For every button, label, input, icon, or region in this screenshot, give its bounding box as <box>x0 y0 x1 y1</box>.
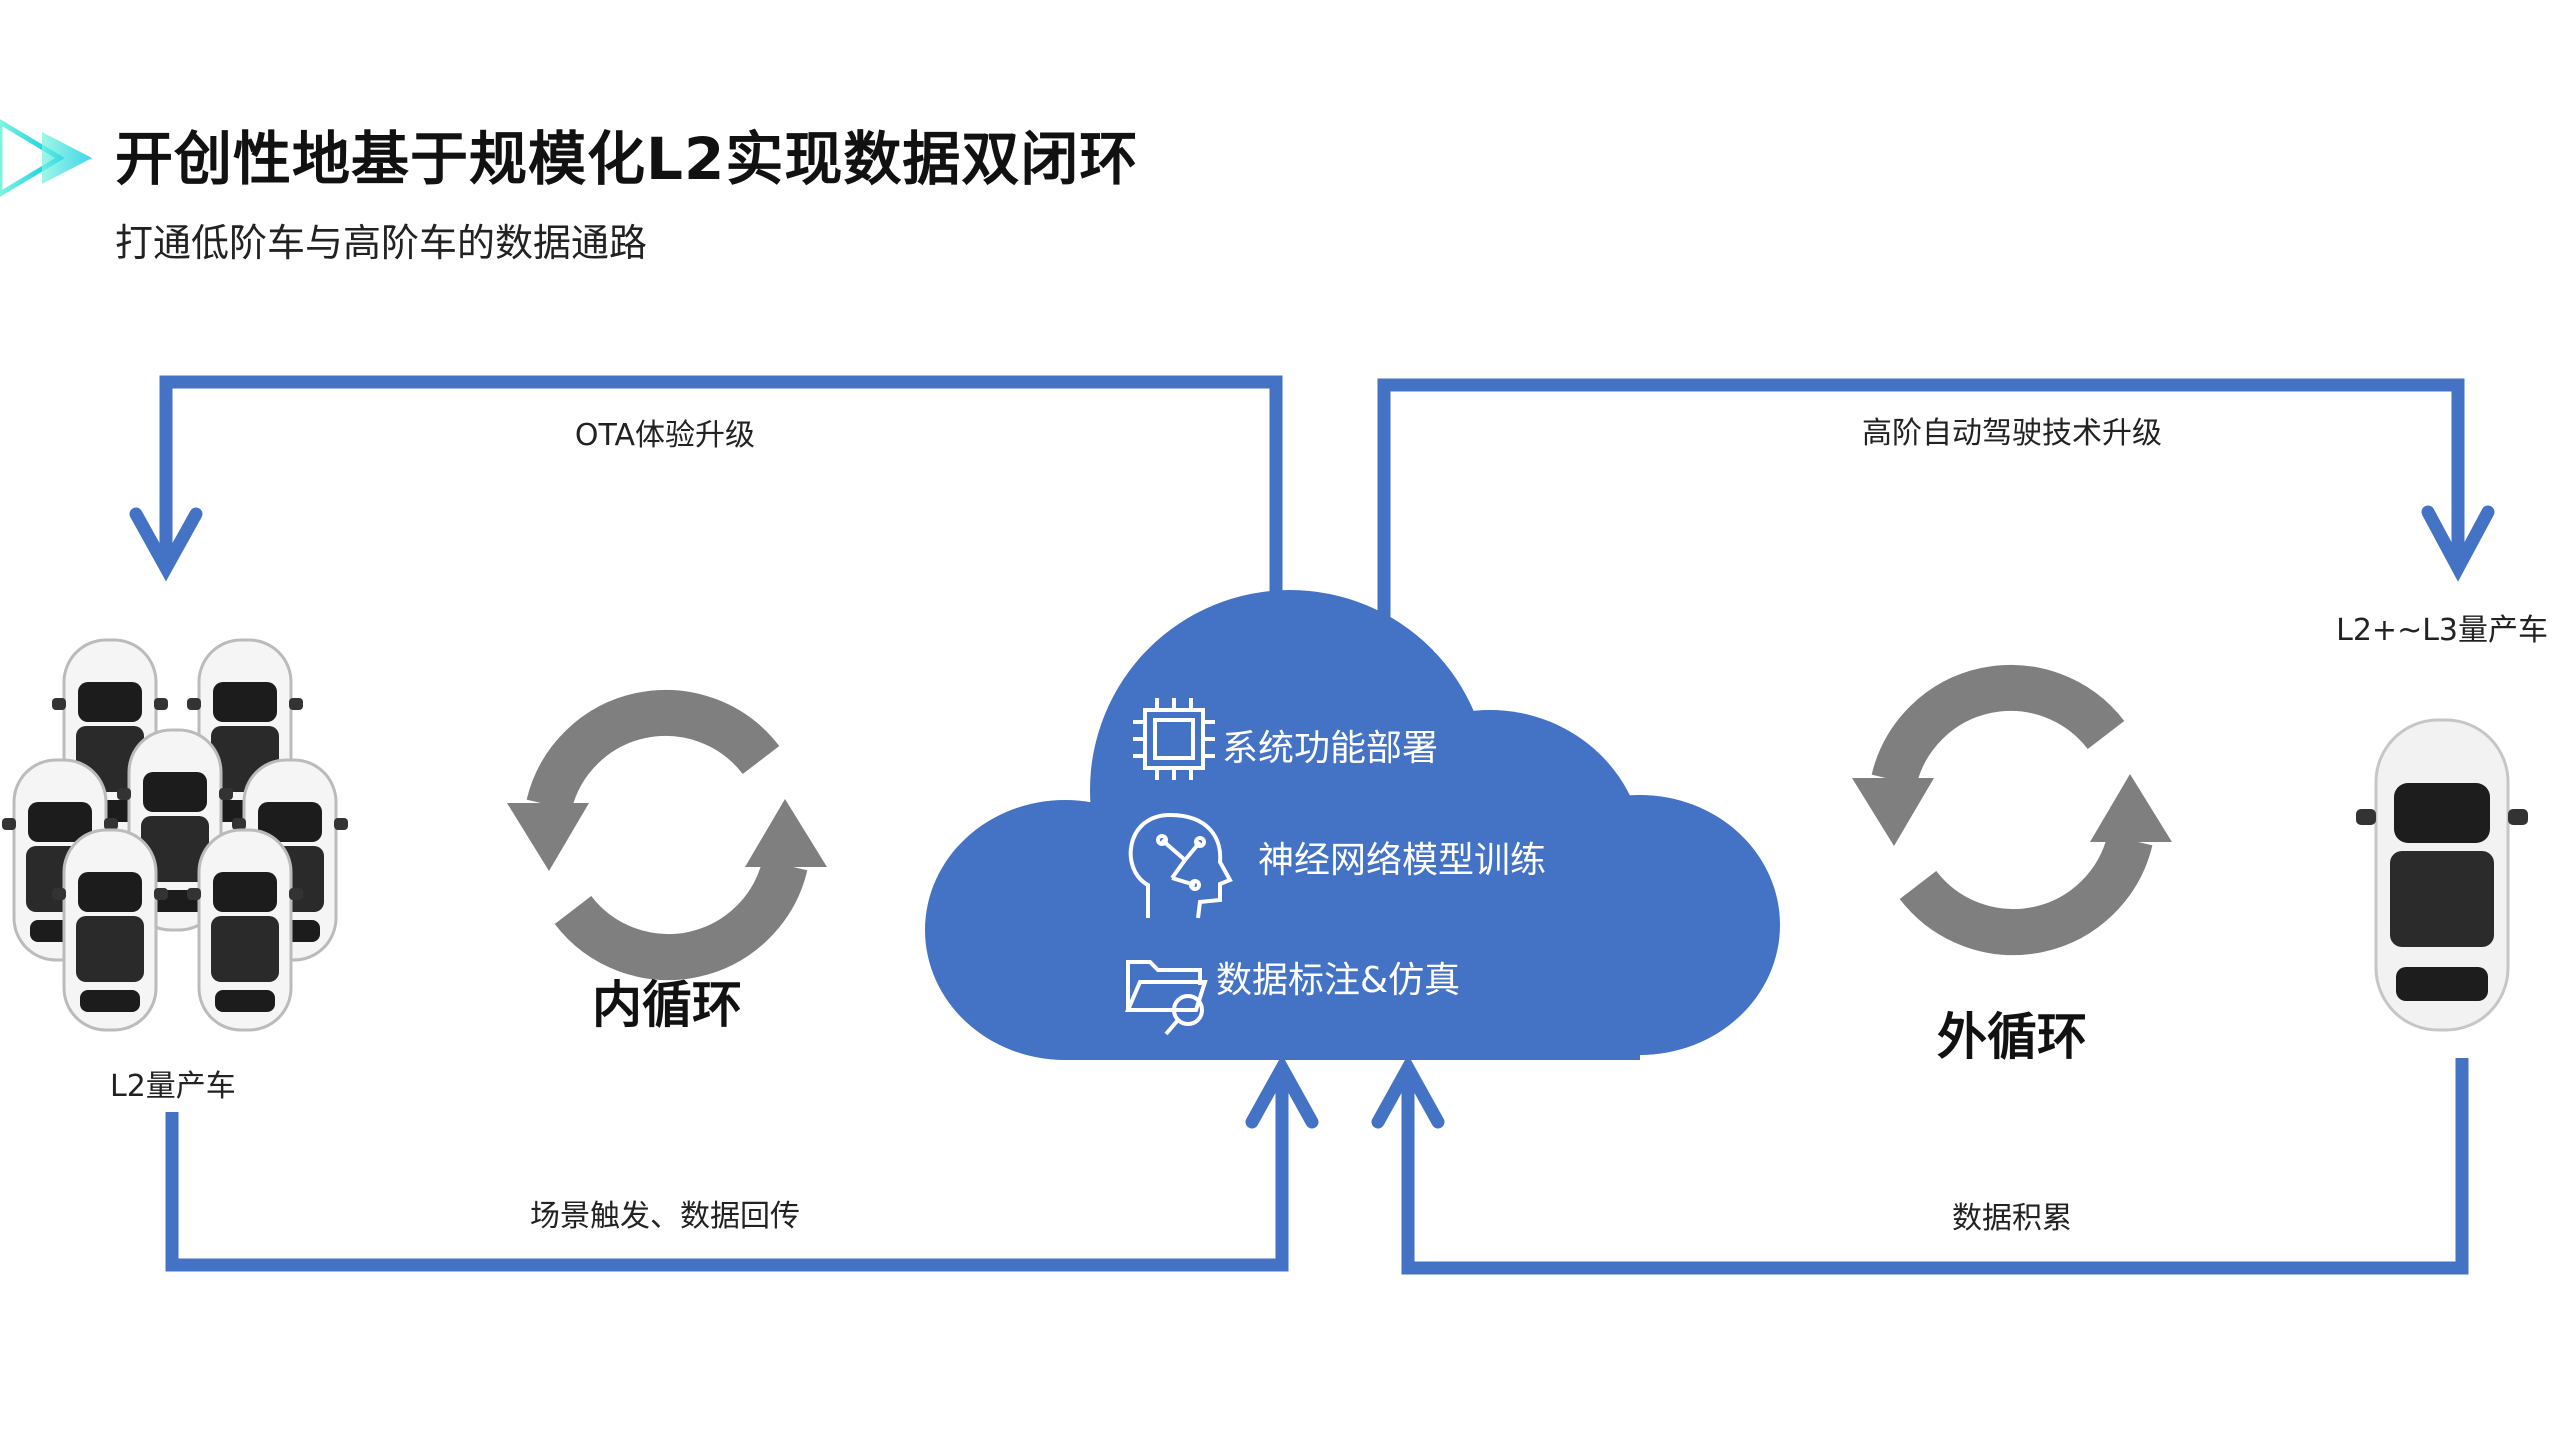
brain-icon <box>1128 812 1233 919</box>
outer-loop-bottom-label: 数据积累 <box>1952 1201 2072 1236</box>
outer-loop-bottom-line <box>1401 1058 2469 1275</box>
l3-vehicle-image <box>2354 718 2530 1032</box>
outer-loop-top-line <box>1377 378 2465 625</box>
inner-loop-bottom-arrowhead <box>1245 1054 1319 1129</box>
cloud-item-label: 数据标注&仿真 <box>1216 960 1460 1001</box>
outer-loop-name: 外循环 <box>1937 1008 2087 1066</box>
chip-icon <box>1133 698 1215 780</box>
inner-loop-name: 内循环 <box>592 976 742 1034</box>
outer-loop-bottom-arrowhead <box>1371 1054 1445 1129</box>
inner-loop-lines <box>129 375 1319 1272</box>
inner-loop-bottom-line <box>165 1075 1289 1272</box>
outer-loop-top-arrowhead <box>2421 505 2495 582</box>
inner-loop-cycle-icon <box>507 713 827 957</box>
l3-vehicle-label: L2+~L3量产车 <box>2336 613 2548 648</box>
outer-loop-lines <box>1371 378 2495 1275</box>
cloud-item-label: 系统功能部署 <box>1222 728 1438 769</box>
folder-search-icon <box>1124 960 1208 1036</box>
page-title: 开创性地基于规模化L2实现数据双闭环 <box>115 125 1139 193</box>
l2-fleet-image <box>0 638 350 1032</box>
inner-loop-top-arrowhead <box>129 507 203 582</box>
outer-loop-top-label: 高阶自动驾驶技术升级 <box>1862 416 2162 451</box>
inner-loop-top-label: OTA体验升级 <box>575 418 755 453</box>
outer-loop-cycle-icon <box>1852 688 2172 932</box>
title-accent-icon <box>0 119 92 197</box>
page-subtitle: 打通低阶车与高阶车的数据通路 <box>115 221 648 265</box>
inner-loop-bottom-label: 场景触发、数据回传 <box>530 1199 800 1234</box>
inner-loop-top-line <box>159 375 1283 600</box>
l2-fleet-label: L2量产车 <box>110 1069 236 1104</box>
cloud-item-label: 神经网络模型训练 <box>1258 840 1546 881</box>
